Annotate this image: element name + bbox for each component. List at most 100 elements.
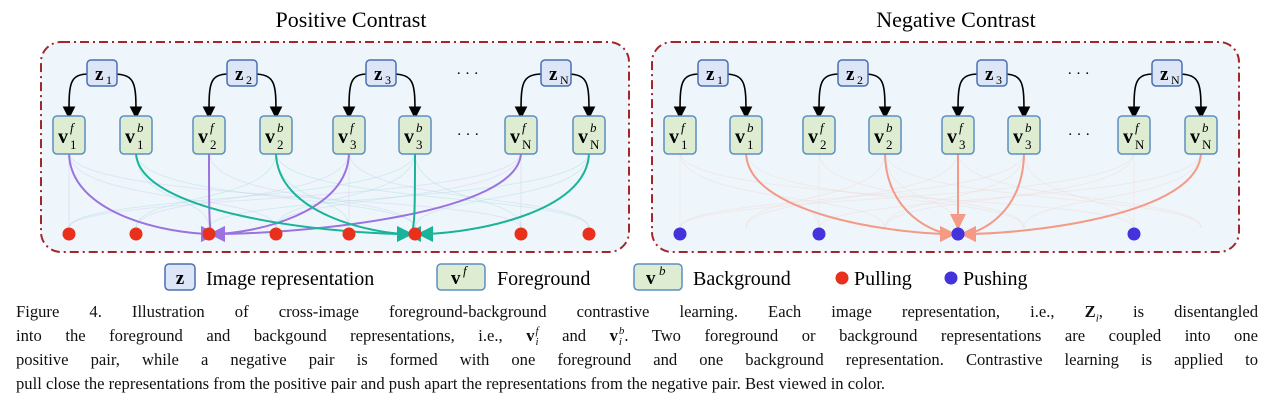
- rep-symbol: v: [669, 126, 679, 148]
- negative-panel-title: Negative Contrast: [876, 7, 1035, 32]
- node-subscript: N: [1171, 73, 1180, 87]
- caption-text: . Two foreground or background represent…: [624, 326, 1258, 345]
- faint-link: [884, 151, 1135, 229]
- split-arrow: [951, 73, 980, 120]
- split-arrow: [391, 73, 422, 120]
- legend-bg-sup: b: [659, 263, 666, 278]
- pull-dot: [269, 227, 283, 241]
- pull-link-foreground: [209, 151, 522, 242]
- node-subscript: 3: [1025, 137, 1032, 152]
- split-arrow: [812, 73, 841, 120]
- node-superscript: f: [210, 120, 216, 135]
- caption-math-z: Z: [1084, 302, 1096, 321]
- pull-link-background: [275, 151, 413, 242]
- node-subscript: 2: [886, 137, 893, 152]
- legend-pushing-label: Pushing: [963, 268, 1027, 290]
- node-superscript: f: [681, 120, 687, 135]
- node-subscript: 3: [385, 73, 391, 87]
- rep-symbol: v: [735, 126, 745, 148]
- image-rep-symbol: z: [235, 64, 244, 85]
- split-arrow: [566, 73, 596, 120]
- positive-panel-title: Positive Contrast: [276, 7, 427, 32]
- rep-symbol: v: [404, 126, 414, 148]
- faint-link: [208, 151, 590, 229]
- node-superscript: b: [1025, 120, 1032, 135]
- split-arrow: [342, 73, 369, 120]
- rep-symbol: v: [578, 126, 588, 148]
- push-dot: [951, 227, 965, 241]
- legend-pulling-label: Pulling: [854, 268, 912, 290]
- node-subscript: 1: [681, 137, 688, 152]
- legend-fg-box: [436, 263, 486, 291]
- rep-symbol: v: [1013, 126, 1023, 148]
- faint-link: [68, 151, 277, 229]
- legend-image-rep-label: Image representation: [206, 268, 374, 290]
- node-subscript: N: [1135, 137, 1145, 152]
- node-subscript: 3: [959, 137, 966, 152]
- split-arrow: [62, 73, 90, 120]
- rep-symbol: v: [58, 126, 68, 148]
- split-arrow: [1127, 73, 1155, 120]
- node-subscript: 2: [820, 137, 827, 152]
- node-subscript: 3: [350, 137, 357, 152]
- rep-symbol: v: [510, 126, 520, 148]
- negative-highlight-links: [745, 151, 1202, 242]
- pull-link-foreground: [68, 151, 217, 242]
- pull-dot: [514, 227, 528, 241]
- pull-link-background: [135, 151, 413, 242]
- faint-link: [135, 151, 277, 229]
- split-arrow: [252, 73, 283, 120]
- caption-line-2: into the foreground and backgound repres…: [16, 324, 1258, 348]
- push-dot: [1127, 227, 1141, 241]
- push-dot: [812, 227, 826, 241]
- caption-math-v: v: [609, 326, 618, 345]
- legend: z Image representation v f Foreground v …: [164, 263, 1027, 291]
- rep-symbol: v: [1123, 126, 1133, 148]
- push-link: [884, 151, 956, 242]
- node-subscript: 2: [210, 137, 217, 152]
- node-subscript: 2: [277, 137, 284, 152]
- faint-link: [679, 151, 1025, 229]
- node-superscript: f: [350, 120, 356, 135]
- split-arrow: [1177, 73, 1208, 120]
- faint-link: [1023, 151, 1135, 229]
- faint-link: [275, 151, 590, 229]
- pull-dot: [202, 227, 216, 241]
- rep-symbol: v: [1190, 126, 1200, 148]
- image-rep-symbol: z: [846, 64, 855, 85]
- split-arrow: [202, 73, 230, 120]
- rep-symbol: v: [125, 126, 135, 148]
- faint-link: [68, 151, 522, 229]
- node-subscript: N: [522, 137, 532, 152]
- node-subscript: 3: [416, 137, 423, 152]
- legend-foreground-label: Foreground: [497, 268, 590, 290]
- ellipsis: · · ·: [1067, 66, 1090, 82]
- image-rep-symbol: z: [549, 64, 558, 85]
- faint-link: [1023, 151, 1202, 229]
- faint-link: [135, 151, 210, 229]
- image-rep-symbol: z: [95, 64, 104, 85]
- node-superscript: b: [277, 120, 284, 135]
- split-arrow: [112, 73, 143, 120]
- node-superscript: b: [590, 120, 597, 135]
- positive-highlight-links: [68, 151, 590, 242]
- faint-link: [679, 151, 1135, 229]
- rep-symbol: v: [947, 126, 957, 148]
- pull-dot: [408, 227, 422, 241]
- faint-link: [275, 151, 522, 229]
